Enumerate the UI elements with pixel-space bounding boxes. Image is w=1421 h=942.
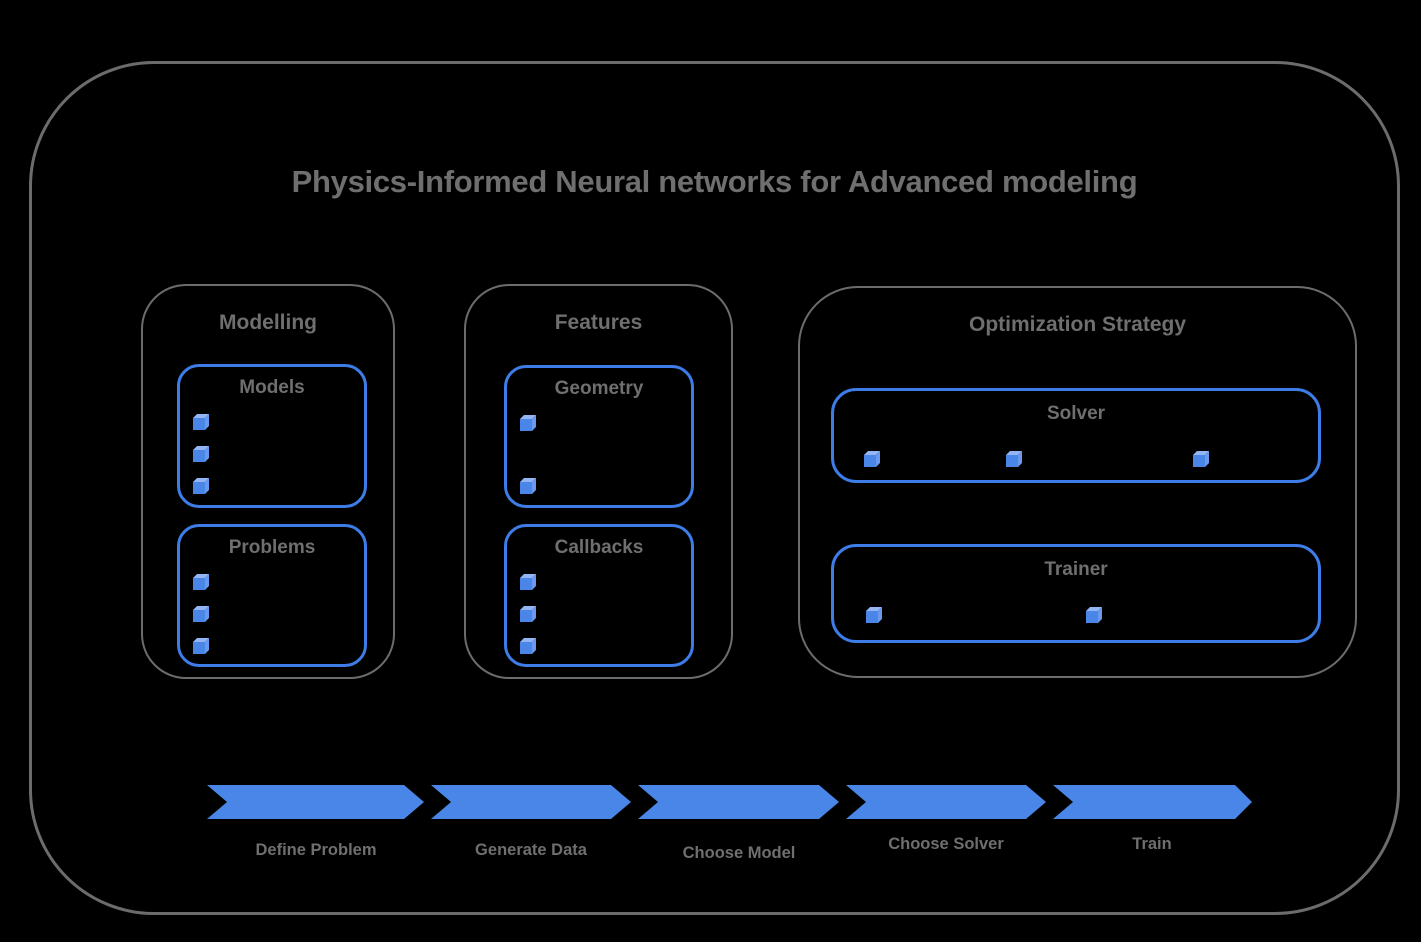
group-geometry: Geometry (504, 365, 694, 508)
cube-icon (520, 478, 536, 494)
pipeline-step-define-problem: Define Problem (255, 841, 377, 859)
group-title-solver: Solver (1046, 403, 1106, 424)
group-models: Models (177, 364, 367, 508)
group-title-problems: Problems (228, 537, 316, 558)
section-title-features: Features (554, 311, 643, 334)
cube-icon (1193, 451, 1209, 467)
cube-icon (193, 414, 209, 430)
cube-icon (193, 574, 209, 590)
group-title-trainer: Trainer (1044, 559, 1108, 580)
cube-icon (193, 606, 209, 622)
cube-icon (520, 574, 536, 590)
section-features: Features Geometry Callbacks (464, 284, 733, 679)
pipeline-arrow-segment (207, 785, 424, 819)
main-container: Physics-Informed Neural networks for Adv… (29, 61, 1400, 915)
pipeline-arrow-segment (638, 785, 839, 819)
pipeline-step-train: Train (1132, 835, 1172, 853)
group-problems: Problems (177, 524, 367, 667)
section-optimization-strategy: Optimization Strategy Solver Trainer (798, 286, 1357, 678)
cube-icon (1006, 451, 1022, 467)
section-title-optimization: Optimization Strategy (968, 313, 1187, 336)
cube-icon (1086, 607, 1102, 623)
cube-icon (520, 415, 536, 431)
cube-list-problems (193, 574, 209, 654)
cube-icon (864, 451, 880, 467)
cube-icon (866, 607, 882, 623)
group-title-callbacks: Callbacks (554, 537, 644, 558)
pipeline-step-choose-solver: Choose Solver (888, 835, 1004, 853)
section-title-modelling: Modelling (219, 311, 317, 334)
cube-icon (193, 446, 209, 462)
pipeline-arrow-head (1053, 785, 1252, 819)
group-solver: Solver (831, 388, 1321, 483)
cube-list-geometry (520, 415, 536, 494)
group-callbacks: Callbacks (504, 524, 694, 667)
cube-list-trainer (834, 607, 1318, 623)
cube-list-callbacks (520, 574, 536, 654)
cube-icon (193, 638, 209, 654)
section-modelling: Modelling Models Problems (141, 284, 395, 679)
pipeline-step-generate-data: Generate Data (475, 841, 587, 859)
group-title-geometry: Geometry (554, 378, 644, 399)
diagram-title: Physics-Informed Neural networks for Adv… (291, 164, 1138, 199)
pipeline-arrow-segment (431, 785, 631, 819)
pipeline-arrow-segment (846, 785, 1046, 819)
cube-icon (520, 606, 536, 622)
cube-icon (193, 478, 209, 494)
group-title-models: Models (239, 377, 305, 398)
group-trainer: Trainer (831, 544, 1321, 643)
cube-list-models (193, 414, 209, 494)
cube-icon (520, 638, 536, 654)
cube-list-solver (834, 451, 1318, 467)
pipeline-step-choose-model: Choose Model (682, 844, 796, 862)
